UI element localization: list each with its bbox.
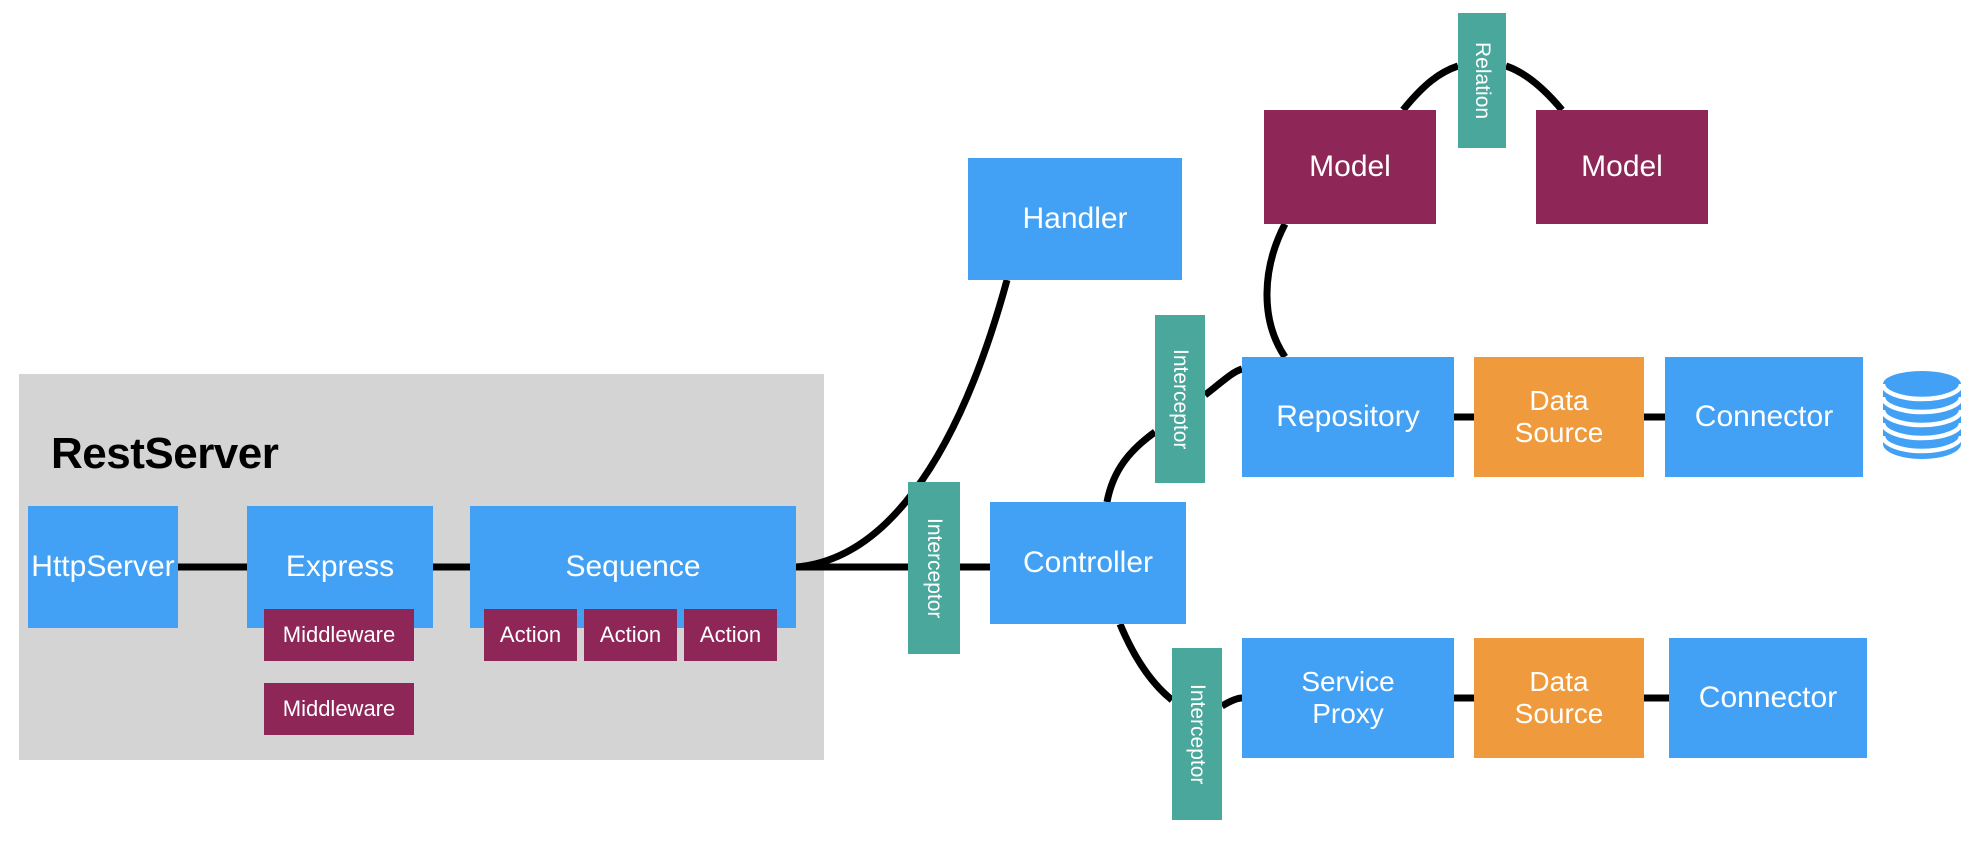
node-label: Relation (1470, 41, 1494, 120)
node-label: Action (599, 622, 662, 648)
node-label: Model (1581, 149, 1663, 183)
node-action-2[interactable]: Action (584, 609, 677, 661)
node-sequence[interactable]: Sequence (470, 506, 796, 628)
edge-controller-interceptor-repo (1103, 429, 1158, 503)
node-label: Connector (1694, 399, 1834, 433)
node-model-1[interactable]: Model (1264, 110, 1436, 224)
database-cylinder-svg (1880, 371, 1964, 459)
node-label: Sequence (565, 549, 701, 583)
edge-relation-model2 (1504, 62, 1565, 113)
edge-model1-relation (1400, 62, 1460, 113)
node-label: Repository (1276, 399, 1420, 433)
node-label: Model (1309, 149, 1391, 183)
node-label: Handler (1022, 201, 1128, 235)
node-relation[interactable]: Relation (1458, 13, 1506, 148)
edge-controller-interceptor-svc (1116, 622, 1175, 703)
restserver-group-title: RestServer (51, 429, 279, 478)
node-label: Interceptor (1185, 683, 1209, 785)
node-label: Interceptor (922, 517, 946, 619)
node-action-3[interactable]: Action (684, 609, 777, 661)
edge-interceptor-repo-repository (1202, 365, 1244, 398)
node-http-server[interactable]: HttpServer (28, 506, 178, 628)
node-handler[interactable]: Handler (968, 158, 1182, 280)
edge-sequence-handler (795, 279, 1011, 571)
node-label: Connector (1698, 680, 1838, 714)
node-middleware-2[interactable]: Middleware (264, 683, 414, 735)
node-label: Action (699, 622, 762, 648)
node-label: HttpServer (31, 549, 175, 583)
node-controller[interactable]: Controller (990, 502, 1186, 624)
node-action-1[interactable]: Action (484, 609, 577, 661)
database-icon (1877, 364, 1967, 464)
node-repository[interactable]: Repository (1242, 357, 1454, 477)
node-connector-1[interactable]: Connector (1665, 357, 1863, 477)
node-label: Controller (1022, 545, 1154, 579)
node-interceptor-repository[interactable]: Interceptor (1155, 315, 1205, 483)
node-label: Middleware (282, 696, 396, 722)
node-label: Middleware (282, 622, 396, 648)
node-interceptor-service[interactable]: Interceptor (1172, 648, 1222, 820)
node-model-2[interactable]: Model (1536, 110, 1708, 224)
edge-interceptor-svc-serviceproxy (1220, 694, 1243, 710)
node-label: Express (285, 549, 395, 583)
node-express[interactable]: Express (247, 506, 433, 628)
node-connector-2[interactable]: Connector (1669, 638, 1867, 758)
node-interceptor-sequence[interactable]: Interceptor (908, 482, 960, 654)
edge-model1-repository (1263, 222, 1289, 359)
node-middleware-1[interactable]: Middleware (264, 609, 414, 661)
node-label: Interceptor (1168, 348, 1192, 450)
node-label: Action (499, 622, 562, 648)
